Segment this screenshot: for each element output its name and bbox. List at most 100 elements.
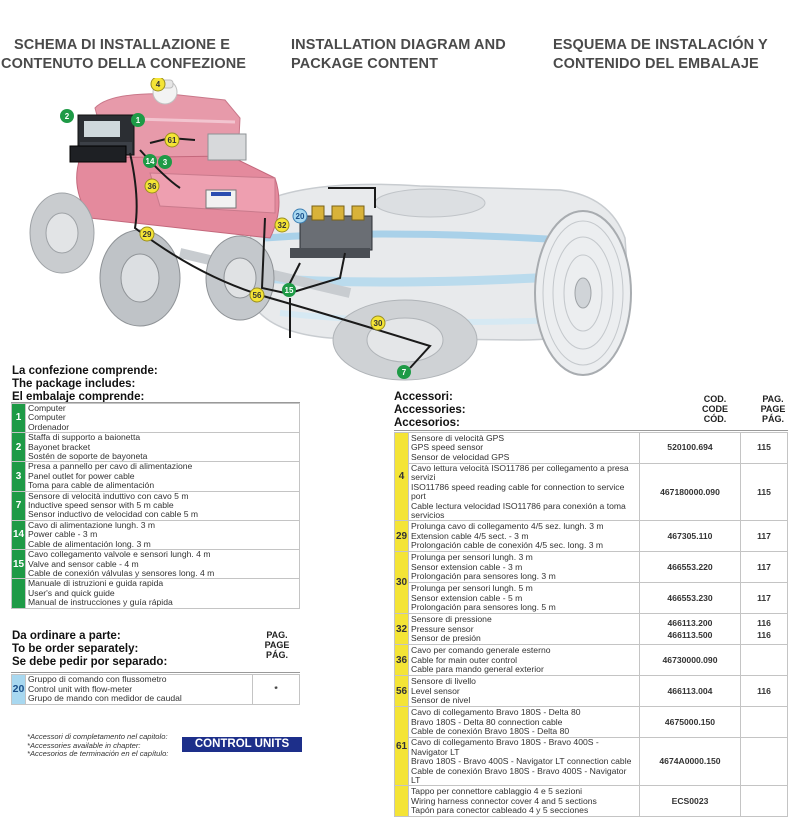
- accessories-title-es: Accesorios:: [394, 417, 460, 429]
- accessory-page: 116: [740, 675, 788, 708]
- description-line: Cavo lettura velocità ISO11786 per colle…: [411, 463, 629, 483]
- accessory-page: [740, 785, 788, 817]
- accessory-code: 520100.694: [639, 432, 741, 464]
- accessory-number: [394, 785, 409, 817]
- accessory-code: 466113.004: [639, 675, 741, 708]
- accessory-description: Cavo di collegamento Bravo 180S - Bravo …: [408, 737, 640, 787]
- package-item-number: 1: [11, 402, 26, 434]
- accessory-code: 46730000.090: [639, 644, 741, 677]
- description-line: Sensore di velocità induttivo con cavo 5…: [28, 490, 189, 501]
- description-line: Staffa di supporto a baionetta: [28, 432, 141, 443]
- description-line: Panel outlet for power cable: [28, 470, 135, 481]
- badge-1: 1: [136, 116, 141, 125]
- page-header-en: PAGE: [760, 404, 786, 414]
- page-value: 116: [757, 630, 771, 641]
- badge-15: 15: [285, 286, 294, 295]
- header-italian: SCHEMA DI INSTALLAZIONE E CONTENUTO DELL…: [1, 36, 246, 74]
- accessory-page: [740, 706, 788, 739]
- description-line: Sensor inductivo de velocidad con cable …: [28, 509, 199, 520]
- package-item-description: Sensore di velocità induttivo con cavo 5…: [25, 490, 300, 521]
- order-item-number: 20: [11, 674, 26, 705]
- fan-assembly: [534, 210, 632, 376]
- description-line: Cable for main outer control: [411, 654, 518, 665]
- description-line: Sensor de velocidad GPS: [411, 451, 510, 462]
- description-line: Inductive speed sensor with 5 m cable: [28, 500, 174, 511]
- description-line: Cavo di alimentazione lungh. 3 m: [28, 519, 156, 530]
- accessory-description: Tappo per connettore cablaggio 4 e 5 sez…: [408, 785, 640, 817]
- description-line: Computer: [28, 403, 66, 413]
- accessory-description: Cavo di collegamento Bravo 180S - Delta …: [408, 706, 640, 739]
- package-separator: [11, 402, 300, 403]
- page-value: 116: [757, 618, 771, 629]
- order-desc-en: Control unit with flow-meter: [28, 683, 133, 694]
- description-line: Sensore di velocità GPS: [411, 432, 505, 443]
- description-line: Ordenador: [28, 421, 70, 432]
- badge-20: 20: [296, 212, 305, 221]
- order-page-header: PAG. PAGE PÁG.: [257, 630, 297, 660]
- description-line: Sostén de soporte de bayoneta: [28, 451, 148, 462]
- package-item-number: 2: [11, 432, 26, 463]
- tractor: [29, 79, 280, 327]
- description-line: Sensor extension cable - 3 m: [411, 561, 523, 572]
- accessory-page: 115: [740, 462, 788, 522]
- order-item-description: Gruppo di comando con flussometro Contro…: [25, 674, 253, 705]
- accessory-code: 466553.220: [639, 551, 741, 584]
- code-value: 466113.200: [667, 618, 713, 629]
- accessory-number: 30: [394, 551, 409, 615]
- order-pag-it: PAG.: [266, 630, 288, 640]
- description-line: Bravo 180S - Bravo 400S - Navigator LT c…: [411, 756, 632, 767]
- header-spanish: ESQUEMA DE INSTALACIÓN Y CONTENIDO DEL E…: [553, 36, 768, 74]
- note-en: *Accessories available in chapter:: [27, 740, 141, 750]
- header-english: INSTALLATION DIAGRAM AND PACKAGE CONTENT: [291, 36, 506, 74]
- badge-4: 4: [156, 80, 161, 89]
- description-line: Manuale di istruzioni e guida rapida: [28, 578, 164, 589]
- accessories-title-it: Accessori:: [394, 391, 453, 403]
- description-line: Manual de instrucciones y guía rápida: [28, 597, 173, 608]
- accessories-separator: [394, 430, 788, 431]
- accessory-code: 4675000.150: [639, 706, 741, 739]
- badge-56: 56: [253, 291, 262, 300]
- description-line: Prolunga per sensori lungh. 3 m: [411, 552, 533, 563]
- accessories-title-en: Accessories:: [394, 404, 466, 416]
- description-line: Sensore di livello: [411, 676, 476, 687]
- package-title-it: La confezione comprende:: [12, 365, 158, 377]
- accessory-row: Cavo di collegamento Bravo 180S - Bravo …: [395, 737, 788, 787]
- package-title-es: El embalaje comprende:: [12, 391, 145, 403]
- badge-14: 14: [146, 157, 155, 166]
- installation-illustration: 2 1 4 61 3 14 36 29 20 32 56 15 30 7: [0, 78, 800, 386]
- page-header-es: PÁG.: [761, 414, 784, 424]
- description-line: GPS speed sensor: [411, 442, 484, 453]
- code-header-es: CÓD.: [703, 414, 727, 424]
- battery: [205, 189, 237, 209]
- order-title-it: Da ordinare a parte:: [12, 630, 121, 642]
- description-line: Sensor de presión: [411, 633, 481, 644]
- accessory-row: Cavo lettura velocità ISO11786 per colle…: [395, 462, 788, 522]
- callout-badges: 2 1 4 61 3 14 36 29 20 32 56 15 30 7: [60, 78, 411, 379]
- code-header: COD. CODE CÓD.: [690, 394, 740, 424]
- valve-group: [290, 205, 373, 258]
- badge-36: 36: [148, 182, 157, 191]
- sprayer-wheel: [332, 299, 478, 381]
- description-line: Prolunga cavo di collegamento 4/5 sez. l…: [411, 521, 604, 532]
- description-line: Cavo collegamento valvole e sensori lung…: [28, 549, 211, 560]
- description-line: Prolongación cable de conexión 4/5 sec. …: [411, 540, 604, 551]
- header-en-line-1: INSTALLATION DIAGRAM AND: [291, 37, 506, 53]
- description-line: Tapón para conector cableado 4 y 5 secci…: [411, 805, 589, 816]
- description-line: Sensor de nivel: [411, 695, 471, 706]
- header-it-line-2: CONTENUTO DELLA CONFEZIONE: [1, 56, 247, 72]
